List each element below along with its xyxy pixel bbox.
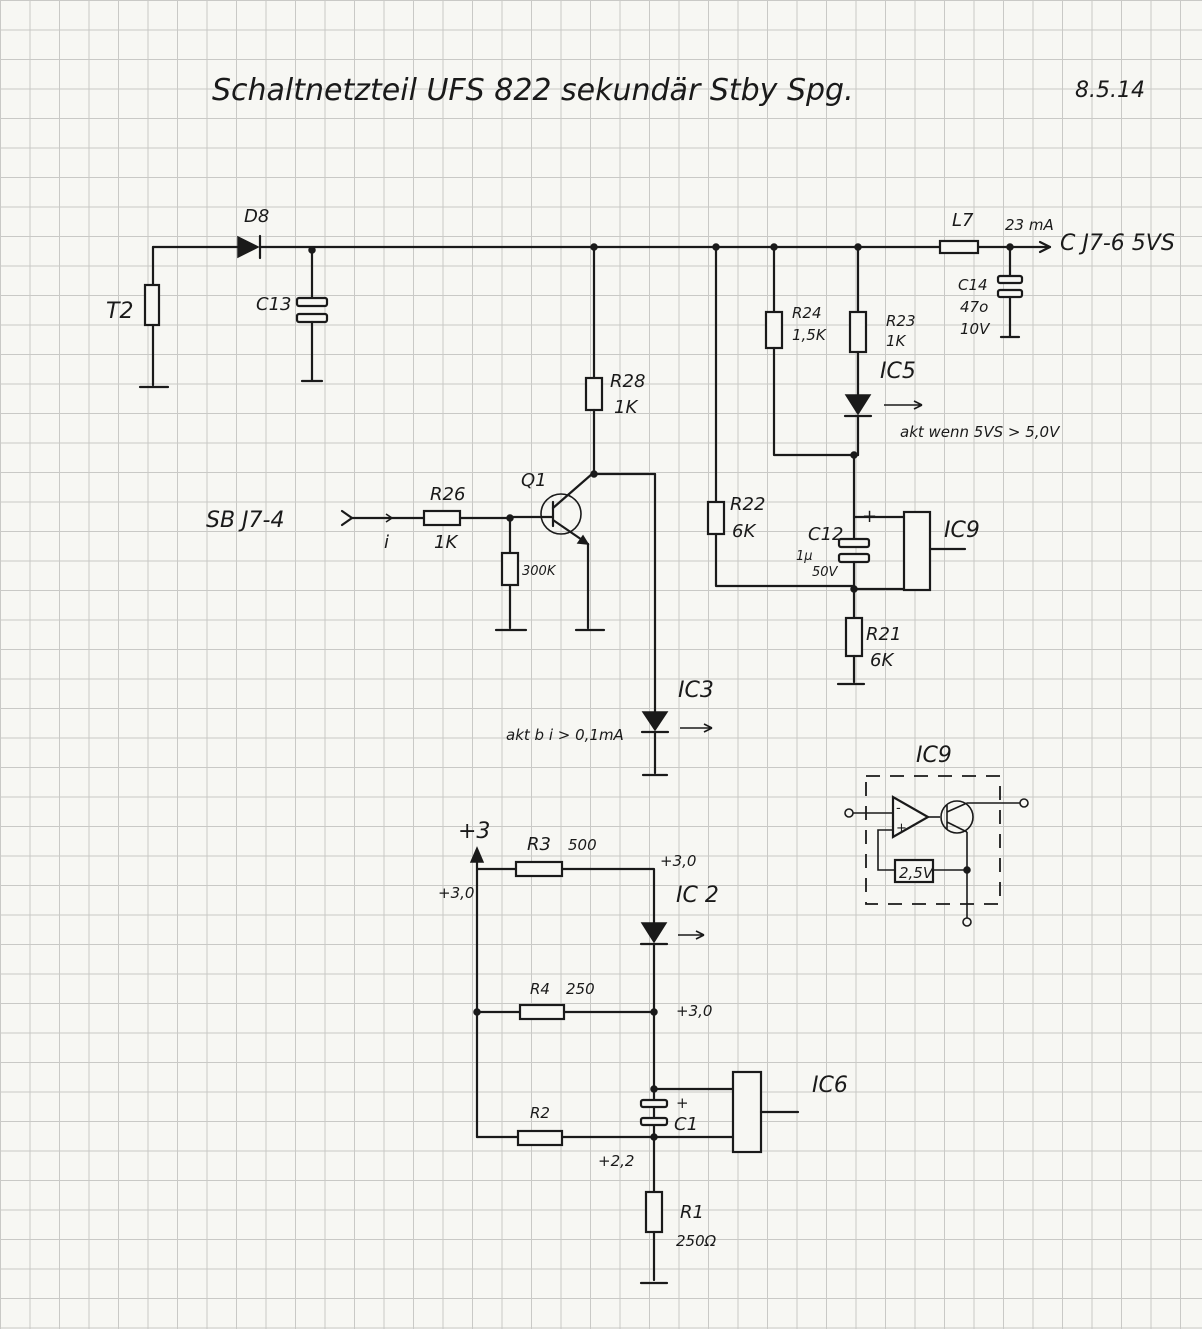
label-c14-value: 47o <box>960 298 988 316</box>
label-r23-value: 1K <box>886 332 907 350</box>
label-vref: 2,5V <box>899 864 935 882</box>
shunt-ic9: IC9 <box>852 510 980 592</box>
label-ic5-note: akt wenn 5VS > 5,0V <box>900 423 1061 441</box>
label-r28-value: 1K <box>614 397 638 418</box>
label-r3-value: 500 <box>568 836 597 854</box>
label-r22: R22 <box>730 494 765 515</box>
label-ic5: IC5 <box>880 359 916 384</box>
label-r21: R21 <box>866 624 901 645</box>
label-c12-value: 1μ <box>796 549 813 564</box>
label-c12-voltage: 50V <box>812 565 839 580</box>
capacitor-c1-and-ic6: + C1 IC6 <box>639 1070 848 1154</box>
ic9-internal-detail: IC9 - + 2,5V <box>844 743 1029 927</box>
label-300k: 300K <box>522 564 557 579</box>
resistor-r1: R1 250Ω <box>639 1135 717 1285</box>
label-c1: C1 <box>674 1114 698 1135</box>
capacitor-c12: C12 1μ 50V + <box>796 451 877 620</box>
label-l7: L7 <box>952 210 974 231</box>
resistor-r3: R3 500 +3,0 <box>475 834 696 925</box>
label-ic9-detail: IC9 <box>916 743 952 768</box>
label-current-i: i <box>384 532 389 553</box>
input-sb-j7-4: SB J7-4 i <box>206 508 426 553</box>
label-plus3-0-ic2: +3,0 <box>660 852 696 870</box>
label-opamp-minus: - <box>896 801 901 816</box>
label-r21-value: 6K <box>870 650 894 671</box>
label-r26: R26 <box>430 484 465 505</box>
label-r22-value: 6K <box>732 521 756 542</box>
resistor-r28: R28 1K <box>584 243 645 474</box>
label-q1: Q1 <box>521 470 547 491</box>
label-ic6: IC6 <box>812 1073 848 1098</box>
label-r1-value: 250Ω <box>676 1232 717 1250</box>
sheet-date: 8.5.14 <box>1075 78 1145 103</box>
label-r28: R28 <box>610 371 645 392</box>
label-r4: R4 <box>530 980 550 998</box>
label-c12: C12 <box>808 524 843 545</box>
label-r3: R3 <box>527 834 551 855</box>
capacitor-c14: C14 47o 10V <box>958 243 1024 339</box>
label-c14-voltage: 10V <box>960 320 991 338</box>
resistor-r24: R24 1,5K <box>764 243 860 457</box>
label-ic2: IC 2 <box>676 883 719 908</box>
label-sb-j7-4: SB J7-4 <box>206 508 284 533</box>
label-current: 23 mA <box>1005 216 1054 234</box>
label-ic3: IC3 <box>678 678 714 703</box>
label-r2: R2 <box>530 1104 550 1122</box>
label-ic9: IC9 <box>944 518 980 543</box>
label-plus2-2: +2,2 <box>598 1152 634 1170</box>
transformer-t2: T2 <box>106 245 170 389</box>
label-plus3: +3 <box>458 819 490 844</box>
label-c1-plus: + <box>676 1094 689 1112</box>
label-ic3-note: akt b i > 0,1mA <box>506 726 624 744</box>
label-c14: C14 <box>958 276 988 294</box>
led-ic5: IC5 akt wenn 5VS > 5,0V <box>843 359 1061 457</box>
diode-d8: D8 <box>237 206 269 260</box>
label-output-5vs: C J7-6 5VS <box>1060 231 1175 256</box>
label-r23: R23 <box>886 312 916 330</box>
resistor-r26: R26 1K <box>422 484 514 553</box>
led-ic3: IC3 akt b i > 0,1mA <box>506 472 714 777</box>
label-c13: C13 <box>256 294 291 315</box>
label-r4-value: 250 <box>566 980 595 998</box>
lower-supply-rail: +3 +3,0 <box>438 819 490 1139</box>
resistor-r22: R22 6K <box>706 243 856 588</box>
capacitor-c13: C13 <box>256 246 329 383</box>
resistor-r21: R21 6K <box>836 585 901 686</box>
top-rail <box>151 240 1052 254</box>
label-opamp-plus: + <box>896 821 907 836</box>
inductor-l7: L7 23 mA C J7-6 5VS <box>938 210 1175 256</box>
label-d8: D8 <box>244 206 269 227</box>
label-r26-value: 1K <box>434 532 458 553</box>
led-ic2: IC 2 <box>639 883 719 1139</box>
label-r24-value: 1,5K <box>792 326 827 344</box>
resistor-r23: R23 1K <box>848 243 916 397</box>
label-plus3-0-left: +3,0 <box>438 884 474 902</box>
label-t2: T2 <box>106 299 133 324</box>
label-r1: R1 <box>680 1202 704 1223</box>
label-plus3-0-r4: +3,0 <box>676 1002 712 1020</box>
transistor-q1: Q1 <box>510 470 657 632</box>
resistor-r4: R4 250 +3,0 <box>475 980 712 1021</box>
resistor-300k: 300K <box>494 516 557 632</box>
sheet-title: Schaltnetzteil UFS 822 sekundär Stby Spg… <box>212 73 854 108</box>
label-r24: R24 <box>792 304 822 322</box>
resistor-r2: R2 +2,2 <box>475 1104 656 1170</box>
